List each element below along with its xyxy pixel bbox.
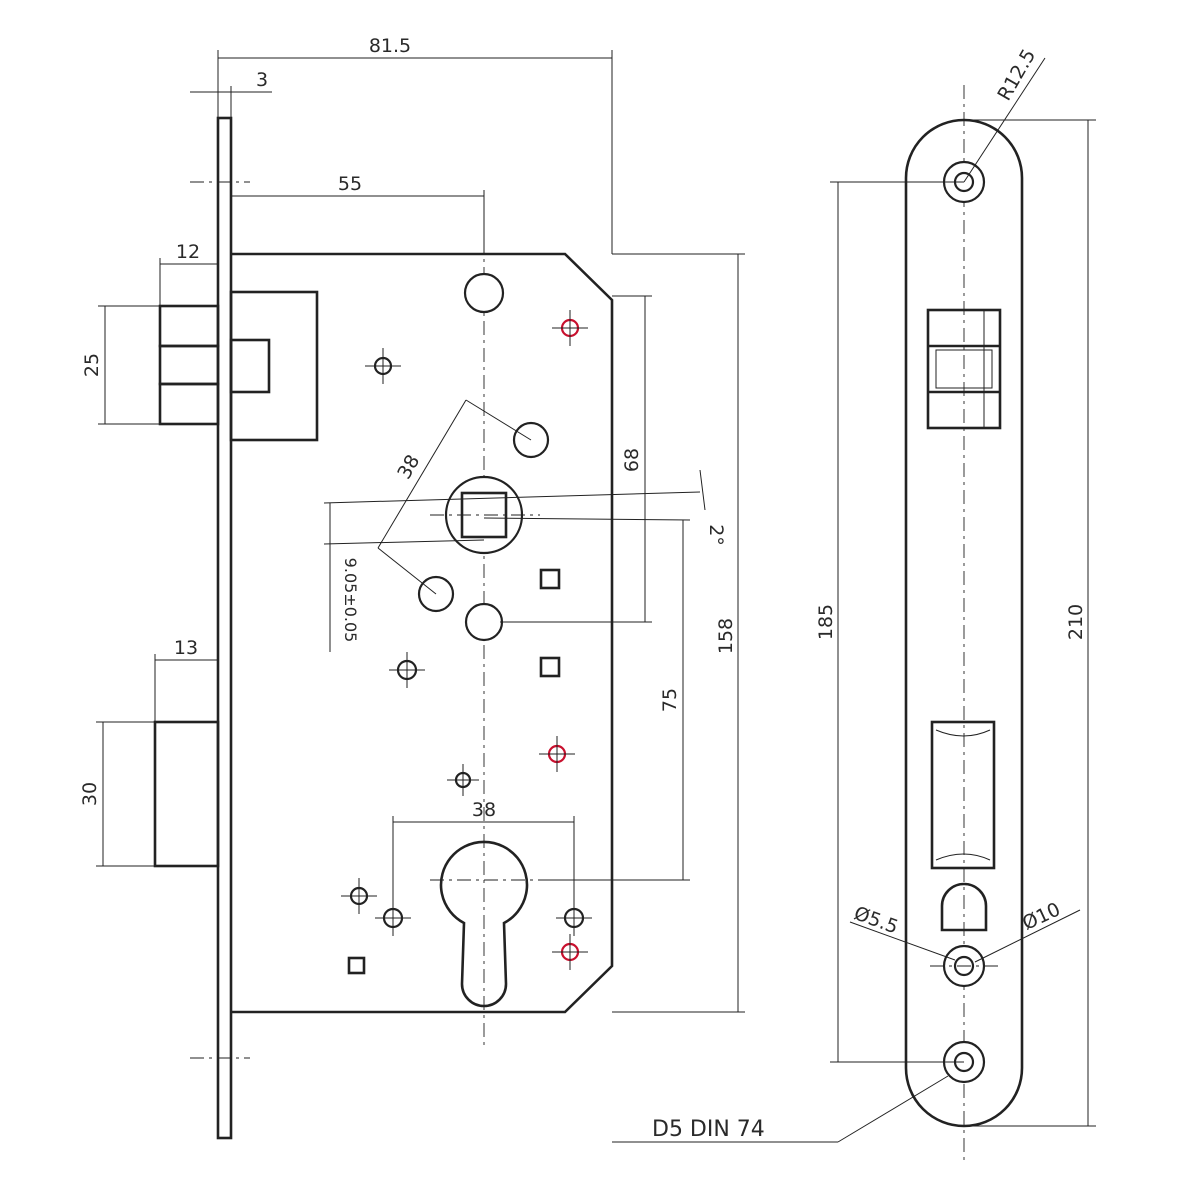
dim-handle-to-cylinder: 75 [659,688,681,712]
dim-latch-height: 25 [81,353,103,377]
dim-backset: 55 [338,173,362,195]
dim-faceplate-length: 210 [1065,604,1087,640]
dim-total-depth: 81.5 [369,35,411,57]
dim-case-height: 158 [715,618,737,654]
dim-screw-hole-spacing: 185 [815,604,837,640]
screw-hole-middle [930,944,1000,988]
small-holes [341,310,592,970]
dim-cylinder-hole-spacing: 38 [472,799,496,821]
dim-bolt-height: 30 [79,782,101,806]
lock-case [231,252,614,1014]
right-dimensions: R12.5 185 210 Ø5.5 Ø10 D5 DIN 74 [612,45,1096,1143]
latch-housing [229,290,319,442]
dim-latch-projection: 12 [176,241,200,263]
dim-angle: 2° [705,524,727,546]
mounting-hole-lower [464,602,504,642]
euro-cylinder-cutout [439,840,529,1008]
faceplate-front-view [904,85,1024,1160]
dim-hole-small: Ø5.5 [851,902,901,938]
dim-bolt-projection: 13 [174,637,198,659]
latch-tongue-inner [229,338,271,394]
dim-screw-standard: D5 DIN 74 [652,1117,765,1142]
dim-follower-square: 9.05±0.05 [341,558,360,643]
dim-follower-to-top: 68 [621,448,643,472]
mounting-hole-top [463,272,505,314]
lock-body-view [153,116,614,1140]
latch-bolt [158,304,220,426]
faceplate-side [216,116,233,1140]
follower-hub [430,475,540,555]
square-holes [347,568,561,975]
d-opening [940,882,988,932]
dim-faceplate-radius: R12.5 [993,45,1040,104]
bolt-opening [930,720,996,870]
dim-faceplate-thickness: 3 [256,69,268,91]
latch-opening [926,308,1002,430]
dead-bolt [153,720,220,868]
left-dimensions: 81.5 3 55 12 25 13 30 38 [79,35,745,1013]
